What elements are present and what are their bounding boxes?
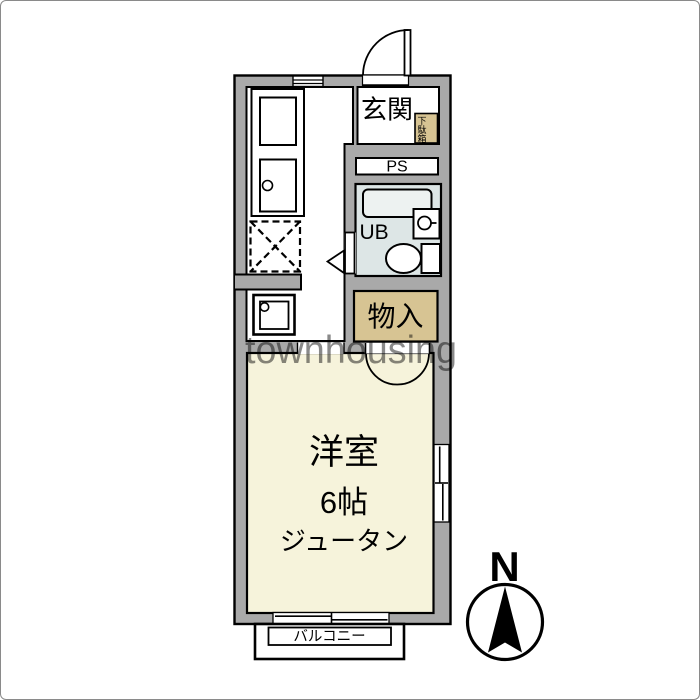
kitchen-window [292,75,324,88]
closet-door-arc-right [397,353,430,386]
entrance-door-swing-icon [362,29,409,75]
compass-north-label: N [489,543,519,590]
washer-tap-icon [259,301,270,312]
entrance-label: 玄関 [361,95,413,125]
balcony-label-box [267,626,392,646]
pipe-space-label: PS [386,159,407,176]
bath-door-swing-icon [325,248,345,275]
stove-knob-icon [261,179,274,192]
refrigerator-cross-2 [249,220,301,273]
bath-door-leaf [344,231,356,275]
room-doorway-opening [297,342,344,354]
unit-bath-label: UB [360,221,389,244]
storage-label: 物入 [367,301,423,332]
entrance-opening [361,74,410,88]
toilet-bowl-icon [385,243,422,274]
entrance-door-leaf [403,29,412,77]
pipe-space-box [355,157,439,176]
kitchen-sink-icon [259,96,297,146]
closet-door-arc-left [365,353,398,386]
closet-opening [364,343,430,354]
shoe-cabinet-label: 下駄箱 [417,116,427,144]
room-name-label: 洋室 [309,433,379,472]
room-size-label: 6帖 [320,485,368,520]
room-carpet-label: ジュータン [280,526,408,556]
watermark-text: townhousing [245,329,457,372]
toilet-tank-icon [420,243,441,274]
refrigerator-space-icon [249,220,302,273]
balcony-label: バルコニー [293,629,365,645]
storage-box [352,289,439,343]
wall-stub [235,273,302,291]
shoe-cabinet-box [414,112,439,144]
western-room-floor [245,351,435,615]
compass-needle-icon [488,586,522,653]
